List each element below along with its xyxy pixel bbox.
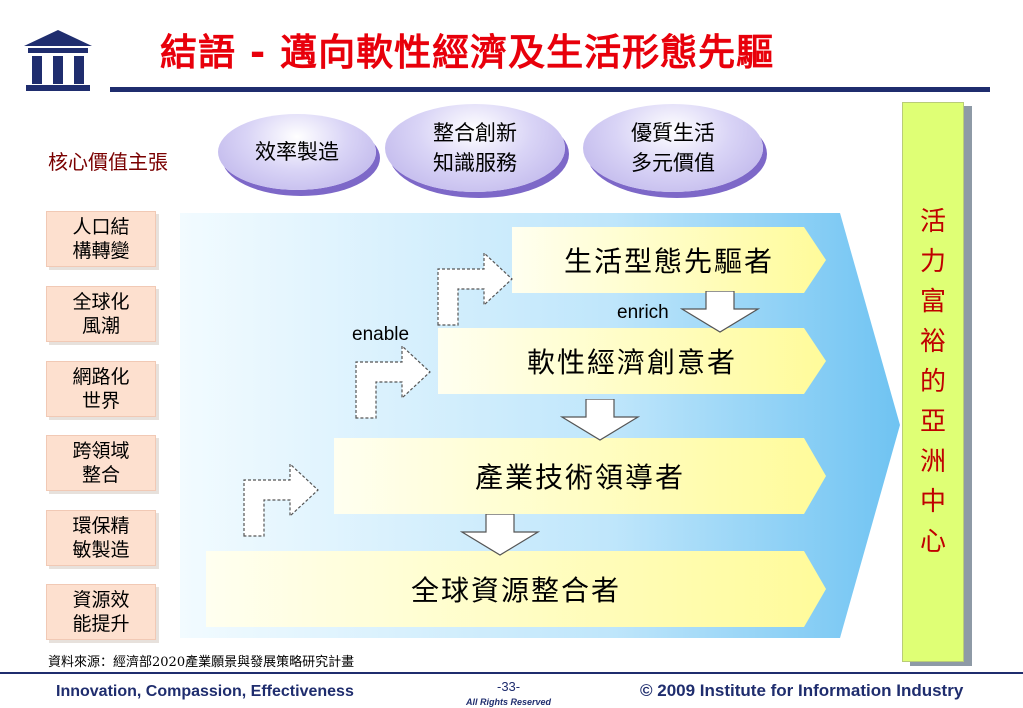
vision-char: 中 [919,487,946,517]
core-value-text: 整合創新 知識服務 [433,121,517,175]
driver-label: 資源效 能提升 [72,589,130,635]
enrich-tag: enrich [617,302,669,323]
stage-lifestyle-pioneer: 生活型態先驅者 [512,227,826,293]
source-note: 資料來源：經濟部2020產業願景與發展策略研究計畫 [48,655,355,670]
core-values-label: 核心價值主張 [48,150,168,174]
driver-green-manufacturing: 環保精 敏製造 [46,510,156,566]
bent-arrow-icon [437,251,513,326]
title-divider [110,87,990,92]
copyright-notice: © 2009 Institute for Information Industr… [640,681,964,700]
page-title: 結語 - 邁向軟性經濟及生活形態先驅 [160,31,775,74]
driver-cross-domain: 跨領域 整合 [46,435,156,491]
vision-char: 洲 [919,447,946,477]
driver-label: 環保精 敏製造 [72,515,130,561]
core-value-knowledge-services: 整合創新 知識服務 [385,104,565,192]
driver-globalization: 全球化 風潮 [46,286,156,342]
stage-global-resource-integrator: 全球資源整合者 [206,551,826,627]
core-value-quality-life: 優質生活 多元價值 [583,104,763,192]
driver-label: 人口結 構轉變 [72,216,130,262]
vision-char: 裕 [919,327,946,357]
stage-soft-economy-creator: 軟性經濟創意者 [438,328,826,394]
footer-divider [0,672,1023,674]
footer-tagline: Innovation, Compassion, Effectiveness [56,683,354,700]
vision-char: 的 [919,367,946,397]
bent-arrow-icon [355,344,431,419]
core-value-efficient-manufacturing: 效率製造 [218,114,376,190]
enable-tag: enable [352,324,410,345]
driver-demographic-change: 人口結 構轉變 [46,211,156,267]
vision-char: 亞 [919,407,946,437]
driver-networked-world: 網路化 世界 [46,361,156,417]
arrow-down-icon [460,514,540,556]
driver-label: 網路化 世界 [72,366,130,412]
vision-char: 心 [919,527,946,557]
arrow-down-icon [560,399,640,441]
driver-label: 全球化 風潮 [72,291,130,337]
bent-arrow-icon [243,462,319,537]
vision-box: 活 力 富 裕 的 亞 洲 中 心 [902,102,964,662]
driver-label: 跨領域 整合 [72,440,130,486]
institute-building-icon [24,30,92,91]
vision-char: 活 [919,207,946,237]
vision-char: 富 [919,287,946,317]
rights-reserved: All Rights Reserved [466,697,552,707]
page-number: -33- [497,679,521,694]
core-value-text: 優質生活 多元價值 [631,121,715,175]
stage-industry-tech-leader: 產業技術領導者 [334,438,826,514]
arrow-down-icon [680,291,760,333]
vision-char: 力 [919,247,946,277]
core-value-text: 效率製造 [255,140,339,164]
driver-resource-efficiency: 資源效 能提升 [46,584,156,640]
